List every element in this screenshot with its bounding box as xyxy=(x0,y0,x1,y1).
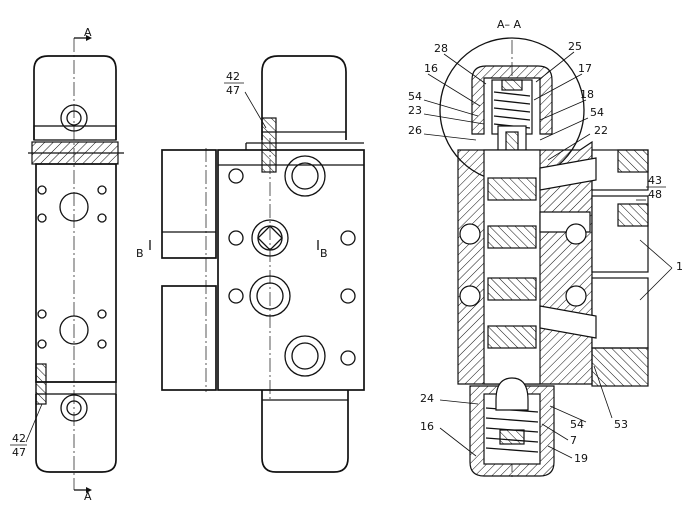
callout-22: 22 xyxy=(594,124,608,137)
callout-19: 19 xyxy=(574,452,588,465)
mid-body-ports xyxy=(228,155,356,377)
leader-42-47 xyxy=(244,91,267,129)
spool-lands xyxy=(487,177,537,349)
right-port-block-bottom xyxy=(591,347,649,387)
section-a-bottom-arrowhead xyxy=(86,487,92,493)
section-leaders xyxy=(423,51,673,459)
callout-41: 42 xyxy=(12,432,26,445)
top-solenoid-flange xyxy=(33,125,117,141)
section-a-bottom-label: A xyxy=(84,490,92,503)
callout-26: 26 xyxy=(408,124,422,137)
right-section-view: A– A xyxy=(408,18,683,478)
body-hole-left-2 xyxy=(459,285,481,307)
port-fitting-43 xyxy=(617,203,649,227)
callout-17: 17 xyxy=(578,62,592,75)
callout-7: 7 xyxy=(570,434,577,447)
top-nut-inner xyxy=(66,110,82,126)
mid-valve-body xyxy=(217,149,365,391)
callout-42: 42 xyxy=(226,70,240,83)
callout-1: 1 xyxy=(676,260,683,273)
bottom-nut-inner xyxy=(66,400,82,416)
callout-18: 18 xyxy=(580,88,594,101)
bottom-plug xyxy=(499,429,525,445)
section-b-left-label: B xyxy=(136,247,144,260)
callout-53: 53 xyxy=(614,418,628,431)
body-hole-left-1 xyxy=(459,223,481,245)
left-side-view: A A 42 47 xyxy=(10,26,124,503)
callout-48: 48 xyxy=(648,188,662,201)
callout-54-right: 54 xyxy=(590,106,604,119)
right-port-block-low xyxy=(591,277,649,349)
left-coil-box-lower xyxy=(161,285,217,391)
section-b-right-label: B xyxy=(320,247,328,260)
channel-1 xyxy=(539,157,597,191)
callout-42-47-bottom: 47 xyxy=(226,84,240,97)
mid-bottom-solenoid xyxy=(261,390,349,473)
section-title: A– A xyxy=(497,18,522,31)
bottom-plunger xyxy=(495,377,529,411)
callout-23: 23 xyxy=(408,104,422,117)
channel-3 xyxy=(539,305,597,339)
callout-16-bottom: 16 xyxy=(420,420,434,433)
leader-41-47 xyxy=(25,403,43,443)
left-valve-body xyxy=(35,163,117,383)
callout-43: 43 xyxy=(648,174,662,187)
left-coil-box xyxy=(161,149,217,259)
body-hole-right-2 xyxy=(565,285,587,307)
callout-16-top: 16 xyxy=(424,62,438,75)
body-hole-right-1 xyxy=(565,223,587,245)
section-a-top-label: A xyxy=(84,26,92,39)
callout-54-bottom: 54 xyxy=(570,418,584,431)
top-solenoid-outline xyxy=(33,55,117,140)
callout-41-47-bottom: 47 xyxy=(12,446,26,459)
bolt-41 xyxy=(35,363,47,405)
callout-25: 25 xyxy=(568,40,582,53)
bolt-42 xyxy=(261,117,277,173)
section-a-top-arrowhead xyxy=(86,35,92,41)
port-fitting-top xyxy=(617,149,649,173)
top-nut-outer xyxy=(60,104,88,132)
mid-top-solenoid xyxy=(261,55,347,140)
callout-28: 28 xyxy=(434,42,448,55)
bottom-solenoid-outline xyxy=(35,394,117,473)
top-plug xyxy=(501,79,523,91)
top-cap-housing xyxy=(471,65,553,135)
callout-24: 24 xyxy=(420,392,434,405)
callout-54-left: 54 xyxy=(408,90,422,103)
bottom-nut-outer xyxy=(60,394,88,422)
middle-front-view: 42 47 B B xyxy=(136,55,365,473)
left-body-holes xyxy=(37,185,107,349)
bottom-solenoid-flange xyxy=(35,381,117,395)
top-spring xyxy=(493,91,531,129)
